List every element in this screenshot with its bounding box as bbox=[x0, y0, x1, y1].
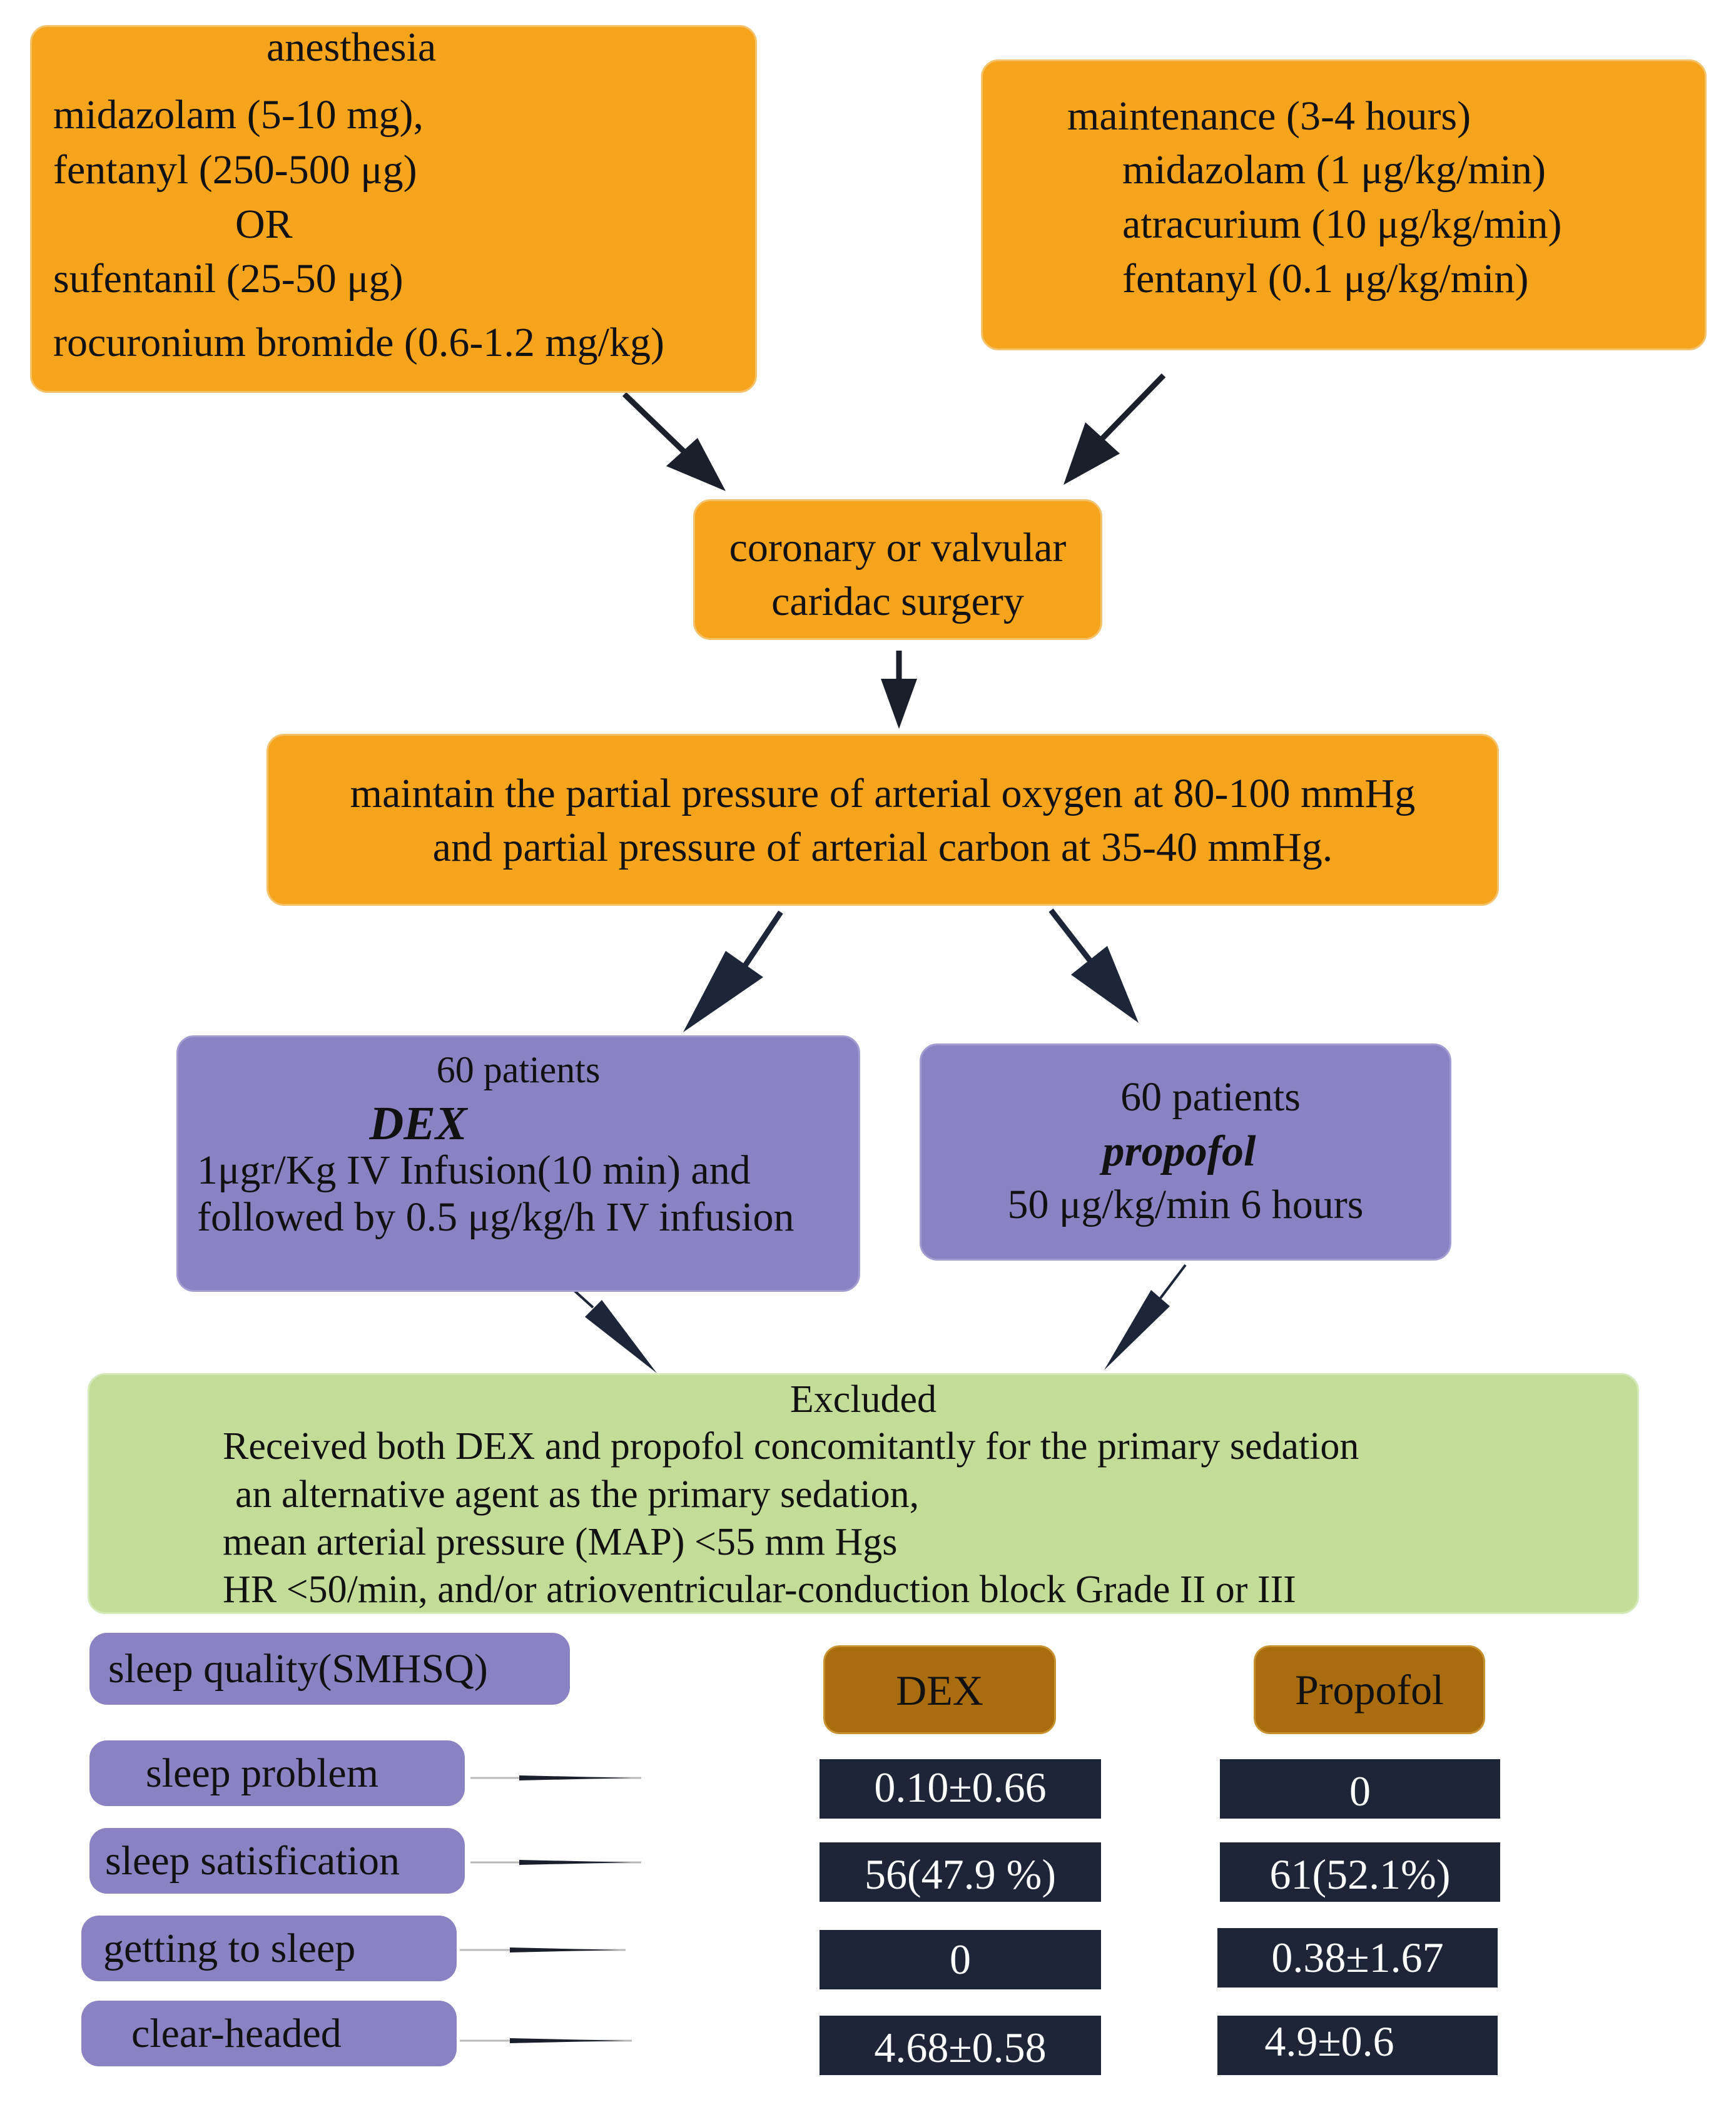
arrow-propofol-to-excluded bbox=[1159, 1264, 1187, 1299]
value-dex: 56(47.9 %) bbox=[865, 1851, 1056, 1898]
anesthesia-line: OR bbox=[235, 201, 293, 247]
column-header-propofol-label: Propofol bbox=[1295, 1665, 1444, 1714]
row-label-pill: sleep satisfication bbox=[89, 1828, 465, 1894]
dex-group-name: DEX bbox=[369, 1097, 467, 1150]
value-dex: 0.10±0.66 bbox=[874, 1764, 1047, 1811]
results-header: sleep quality(SMHSQ) bbox=[89, 1633, 570, 1705]
row-connector-mark bbox=[519, 1775, 632, 1780]
value-cell-propofol: 0 bbox=[1220, 1759, 1500, 1819]
anesthesia-box: anesthesia midazolam (5-10 mg), fentanyl… bbox=[30, 25, 757, 393]
excluded-box: Excluded Received both DEX and propofol … bbox=[88, 1373, 1639, 1614]
propofol-group-name: propofol bbox=[1102, 1127, 1256, 1175]
row-label: getting to sleep bbox=[103, 1925, 356, 1971]
surgery-line: caridac surgery bbox=[771, 579, 1024, 624]
oxygen-line: and partial pressure of arterial carbon … bbox=[432, 825, 1333, 870]
oxygen-box: maintain the partial pressure of arteria… bbox=[266, 734, 1499, 906]
maintenance-line: fentanyl (0.1 μg/kg/min) bbox=[1122, 256, 1529, 302]
value-cell-dex: 0 bbox=[820, 1930, 1101, 1989]
arrow-head bbox=[1071, 946, 1139, 1023]
anesthesia-line: midazolam (5-10 mg), bbox=[53, 92, 424, 138]
propofol-group-box: 60 patients propofol 50 μg/kg/min 6 hour… bbox=[920, 1043, 1451, 1261]
row-connector-mark bbox=[510, 2038, 626, 2043]
dex-patient-count: 60 patients bbox=[436, 1049, 601, 1090]
propofol-dose: 50 μg/kg/min 6 hours bbox=[1007, 1182, 1364, 1227]
excluded-line: HR <50/min, and/or atrioventricular-cond… bbox=[223, 1568, 1296, 1611]
maintenance-title: maintenance (3-4 hours) bbox=[1067, 93, 1471, 139]
row-connector-mark bbox=[519, 1860, 632, 1865]
dex-group-box: 60 patients DEX 1μgr/Kg IV Infusion(10 m… bbox=[176, 1035, 860, 1292]
arrow-anesthesia-to-surgery bbox=[622, 392, 694, 461]
dex-dose-line: followed by 0.5 μg/kg/h IV infusion bbox=[197, 1194, 794, 1240]
column-header-propofol: Propofol bbox=[1254, 1645, 1485, 1734]
row-label: clear-headed bbox=[131, 2010, 342, 2056]
surgery-box: coronary or valvular caridac surgery bbox=[693, 499, 1102, 640]
value-cell-propofol: 0.38±1.67 bbox=[1217, 1928, 1498, 1988]
anesthesia-title: anesthesia bbox=[266, 24, 437, 70]
value-cell-propofol: 4.9±0.6 bbox=[1217, 2016, 1498, 2075]
row-label: sleep problem bbox=[146, 1750, 379, 1796]
arrow-head bbox=[585, 1300, 657, 1373]
arrow-head bbox=[1063, 422, 1120, 485]
excluded-title: Excluded bbox=[789, 1378, 937, 1421]
value-dex: 4.68±0.58 bbox=[874, 2024, 1047, 2071]
row-label-pill: sleep problem bbox=[89, 1740, 465, 1806]
anesthesia-line: rocuronium bromide (0.6-1.2 mg/kg) bbox=[53, 320, 664, 365]
value-dex: 0 bbox=[950, 1936, 971, 1983]
value-propofol: 0.38±1.67 bbox=[1271, 1934, 1444, 1981]
arrow-head bbox=[881, 679, 917, 729]
arrow-head bbox=[1104, 1290, 1170, 1370]
maintenance-line: midazolam (1 μg/kg/min) bbox=[1122, 147, 1546, 193]
surgery-line: coronary or valvular bbox=[729, 525, 1067, 571]
value-cell-propofol: 61(52.1%) bbox=[1220, 1842, 1500, 1902]
value-propofol: 4.9±0.6 bbox=[1264, 2018, 1394, 2065]
dex-dose-line: 1μgr/Kg IV Infusion(10 min) and bbox=[197, 1147, 751, 1193]
value-cell-dex: 0.10±0.66 bbox=[820, 1759, 1101, 1819]
excluded-line: mean arterial pressure (MAP) <55 mm Hgs bbox=[223, 1521, 898, 1563]
value-cell-dex: 56(47.9 %) bbox=[820, 1842, 1101, 1902]
arrow-head bbox=[683, 951, 763, 1032]
arrow-oxygen-to-dex bbox=[742, 910, 783, 968]
row-label-pill: getting to sleep bbox=[81, 1916, 457, 1981]
excluded-line: Received both DEX and propofol concomita… bbox=[223, 1425, 1359, 1468]
anesthesia-line: sufentanil (25-50 μg) bbox=[53, 256, 404, 302]
value-propofol: 61(52.1%) bbox=[1269, 1851, 1451, 1898]
arrow-maintenance-to-surgery bbox=[1099, 373, 1166, 442]
excluded-line: an alternative agent as the primary seda… bbox=[235, 1473, 920, 1516]
value-cell-dex: 4.68±0.58 bbox=[820, 2016, 1101, 2075]
column-header-dex: DEX bbox=[823, 1645, 1056, 1734]
propofol-patient-count: 60 patients bbox=[1120, 1074, 1301, 1120]
column-header-dex-label: DEX bbox=[896, 1667, 983, 1714]
oxygen-line: maintain the partial pressure of arteria… bbox=[350, 771, 1416, 816]
value-propofol: 0 bbox=[1349, 1767, 1371, 1815]
maintenance-line: atracurium (10 μg/kg/min) bbox=[1122, 201, 1562, 247]
results-header-label: sleep quality(SMHSQ) bbox=[108, 1645, 488, 1692]
row-label: sleep satisfication bbox=[105, 1837, 400, 1884]
arrow-oxygen-to-propofol bbox=[1048, 908, 1092, 962]
row-connector-mark bbox=[510, 1947, 619, 1952]
maintenance-box: maintenance (3-4 hours) midazolam (1 μg/… bbox=[981, 59, 1707, 350]
row-label-pill: clear-headed bbox=[81, 2001, 457, 2066]
anesthesia-line: fentanyl (250-500 μg) bbox=[53, 147, 417, 193]
arrow-head bbox=[666, 438, 726, 491]
